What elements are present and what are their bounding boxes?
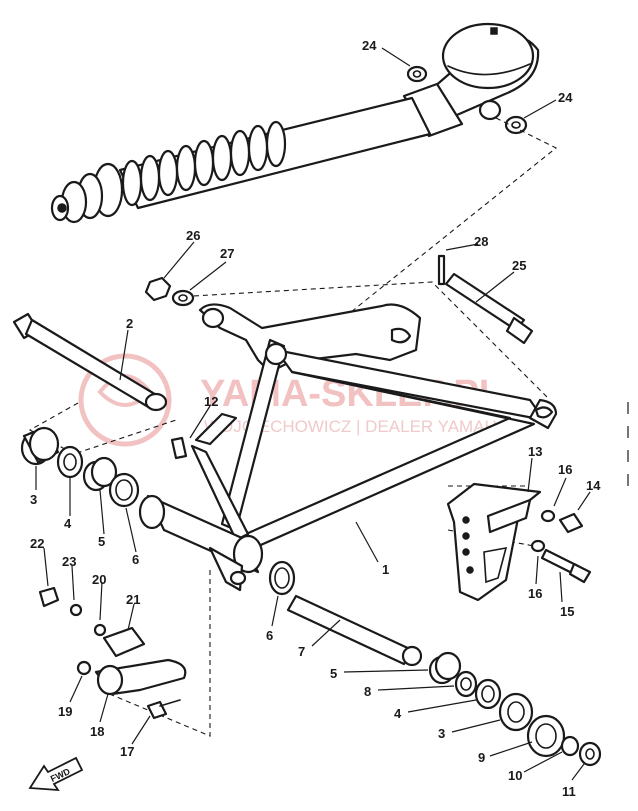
bushing-3-right xyxy=(498,692,534,732)
callout-12: 12 xyxy=(204,394,218,409)
callout-5-left: 5 xyxy=(98,534,105,549)
callout-3-right: 3 xyxy=(438,726,445,741)
swing-arm-1 xyxy=(138,303,558,592)
callout-24-right: 24 xyxy=(558,90,573,105)
washer-16-top xyxy=(540,509,556,523)
callout-25: 25 xyxy=(512,258,526,273)
pivot-shaft-2 xyxy=(12,312,168,412)
callout-19: 19 xyxy=(58,704,72,719)
callout-4-right: 4 xyxy=(394,706,402,721)
callout-10: 10 xyxy=(508,768,522,783)
callout-28: 28 xyxy=(474,234,488,249)
circlip-10 xyxy=(560,735,580,757)
nut-26 xyxy=(144,276,172,302)
callout-2: 2 xyxy=(126,316,133,331)
bolt-14 xyxy=(558,512,584,534)
watermark: YAMA-SKLEP.PL WOJCIECHOWICZ | DEALER YAM… xyxy=(78,353,509,447)
watermark-subtitle: WOJCIECHOWICZ | DEALER YAMAHA xyxy=(204,417,509,436)
washer-24-right xyxy=(504,115,528,135)
washer-16-bottom xyxy=(530,539,546,553)
callout-13: 13 xyxy=(528,444,542,459)
callout-9: 9 xyxy=(478,750,485,765)
washer-8 xyxy=(454,670,478,698)
callout-11: 11 xyxy=(562,784,576,799)
callout-8: 8 xyxy=(364,684,371,699)
shock-spring xyxy=(121,120,287,207)
callout-27: 27 xyxy=(220,246,234,261)
callout-6-right: 6 xyxy=(266,628,273,643)
block-21 xyxy=(102,626,146,658)
callout-20: 20 xyxy=(92,572,106,587)
callout-4-left: 4 xyxy=(64,516,72,531)
clip-19 xyxy=(76,660,92,676)
callout-5-right: 5 xyxy=(330,666,337,681)
callout-16-top: 16 xyxy=(558,462,572,477)
grease-nipple-12 xyxy=(170,436,188,460)
callout-14: 14 xyxy=(586,478,601,493)
chain-guide-bracket-13 xyxy=(446,482,542,602)
callout-22: 22 xyxy=(30,536,44,551)
cap-11 xyxy=(578,741,602,767)
callout-18: 18 xyxy=(90,724,104,739)
callout-23: 23 xyxy=(62,554,76,569)
washer-27 xyxy=(171,289,195,307)
callout-26: 26 xyxy=(186,228,200,243)
callouts: 24 24 26 27 28 25 2 12 13 16 14 1 16 15 … xyxy=(30,38,601,799)
callout-6-left: 6 xyxy=(132,552,139,567)
callout-3-left: 3 xyxy=(30,492,37,507)
callout-21: 21 xyxy=(126,592,140,607)
callout-17: 17 xyxy=(120,744,134,759)
watermark-logo xyxy=(78,353,172,447)
collar-7 xyxy=(286,594,423,667)
cap-9 xyxy=(526,714,566,758)
bolt-25 xyxy=(444,272,534,345)
leader-lines xyxy=(35,47,591,781)
rear-shock-absorber xyxy=(50,22,540,224)
left-bushing-set xyxy=(20,426,140,508)
callout-16-bottom: 16 xyxy=(528,586,542,601)
callout-7: 7 xyxy=(298,644,305,659)
washer-20 xyxy=(93,623,107,637)
cotter-pin-28 xyxy=(437,254,446,286)
washer-24-left xyxy=(406,65,428,83)
seal-6-right xyxy=(268,560,296,596)
callout-24-left: 24 xyxy=(362,38,377,53)
washer-23 xyxy=(69,603,83,617)
bolt-22 xyxy=(38,586,60,608)
seal-4-right xyxy=(474,678,502,710)
callout-15: 15 xyxy=(560,604,574,619)
fwd-arrow-icon: FWD xyxy=(28,756,84,792)
callout-1: 1 xyxy=(382,562,389,577)
